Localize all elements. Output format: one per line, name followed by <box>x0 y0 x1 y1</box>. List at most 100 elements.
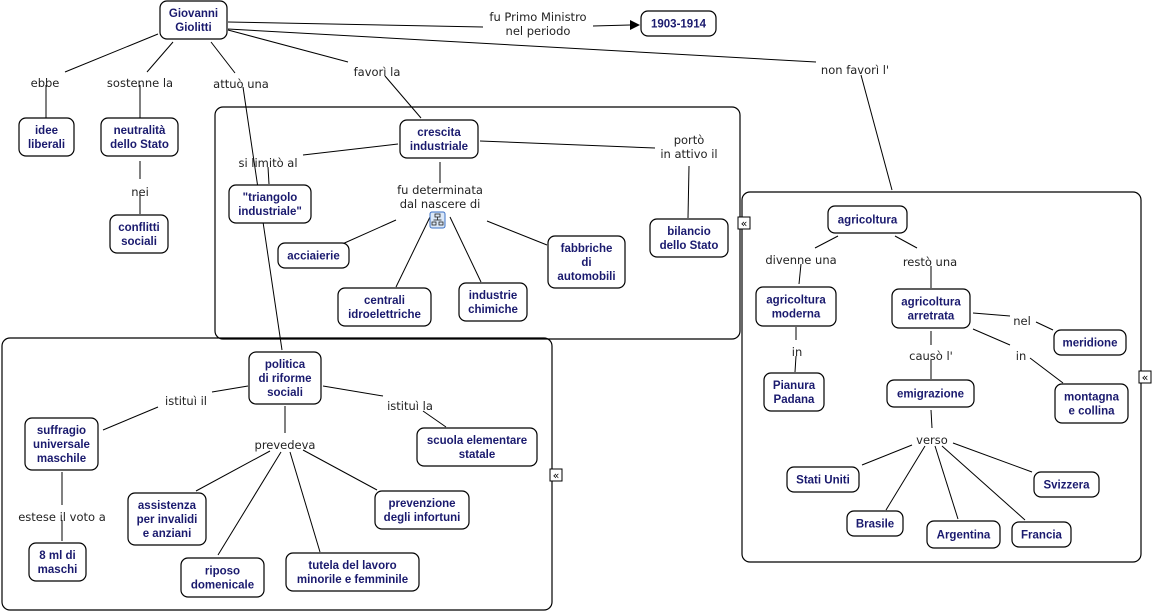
concept-box[interactable] <box>374 490 470 530</box>
concept-francia[interactable]: Francia <box>1011 521 1072 548</box>
concept-label: Svizzera <box>1043 480 1090 492</box>
concept-box[interactable] <box>755 286 837 327</box>
concept-brasile[interactable]: Brasile <box>846 510 904 537</box>
concept-label: riposo <box>205 566 240 578</box>
link-phrase-ebbe[interactable]: ebbe <box>31 76 60 90</box>
link-phrase-causo[interactable]: causò l' <box>909 349 953 363</box>
concept-box[interactable] <box>416 427 538 467</box>
concept-agricoltura[interactable]: agricoltura <box>827 205 908 234</box>
concept-box[interactable] <box>1011 521 1072 548</box>
nested-map-icon[interactable] <box>429 211 446 229</box>
concept-box[interactable] <box>1033 471 1100 498</box>
link-phrase-istitui-il[interactable]: istituì il <box>165 394 207 408</box>
link-phrase-non-favori[interactable]: non favorì l' <box>821 63 889 77</box>
concept-box[interactable] <box>640 10 717 37</box>
concept-box[interactable] <box>180 557 265 598</box>
concept-box[interactable] <box>827 205 908 234</box>
link-phrase-divenne[interactable]: divenne una <box>765 253 836 267</box>
link-label: fu determinata <box>397 183 483 197</box>
link-phrase-nei[interactable]: nei <box>131 185 149 199</box>
concept-meridione[interactable]: meridione <box>1053 329 1127 356</box>
concept-box[interactable] <box>891 288 971 329</box>
concept-box[interactable] <box>886 379 975 408</box>
link-phrase-verso[interactable]: verso <box>916 433 948 447</box>
concept-box[interactable] <box>337 287 432 327</box>
concept-box[interactable] <box>24 417 99 471</box>
concept-box[interactable] <box>100 117 179 157</box>
concept-box[interactable] <box>763 372 825 412</box>
link-phrase-si-limito[interactable]: si limitò al <box>238 156 297 170</box>
link-phrase-istitui-la[interactable]: istituì la <box>387 399 433 413</box>
concept-box[interactable] <box>1054 383 1129 424</box>
concept-box[interactable] <box>786 466 860 493</box>
collapse-button-agricoltura[interactable]: « <box>1138 370 1152 384</box>
concept-argentina[interactable]: Argentina <box>926 520 1001 549</box>
concept-box[interactable] <box>846 510 904 537</box>
link-label: istituì la <box>387 399 433 413</box>
concept-box[interactable] <box>458 282 528 322</box>
link-phrase-resto[interactable]: restò una <box>903 255 957 269</box>
concept-box[interactable] <box>228 184 312 224</box>
link-phrase-sostenne[interactable]: sostenne la <box>107 76 173 90</box>
concept-box[interactable] <box>159 0 228 40</box>
concept-label: montagna <box>1064 392 1120 404</box>
concept-label: meridione <box>1063 338 1118 350</box>
link-phrase-favori[interactable]: favorì la <box>354 65 401 79</box>
collapse-button-industria[interactable]: « <box>737 216 751 230</box>
link-phrase-attuo[interactable]: attuò una <box>213 77 269 91</box>
concept-box[interactable] <box>127 492 207 546</box>
link-phrase-estese[interactable]: estese il voto a <box>18 510 106 524</box>
concept-box[interactable] <box>547 235 626 289</box>
link-phrase-nel[interactable]: nel <box>1013 314 1031 328</box>
concept-box[interactable] <box>926 520 1001 549</box>
concept-box[interactable] <box>277 242 350 269</box>
concept-box[interactable] <box>285 552 420 592</box>
concept-label: sociali <box>121 236 157 248</box>
concept-svizzera[interactable]: Svizzera <box>1033 471 1100 498</box>
concept-box[interactable] <box>248 351 322 405</box>
concept-period[interactable]: 1903-1914 <box>640 10 717 37</box>
concept-label: industrie <box>469 290 518 302</box>
collapse-icon: « <box>1142 371 1149 384</box>
link-phrase-prevedeva[interactable]: prevedeva <box>255 438 316 452</box>
concept-label: maschi <box>38 564 78 576</box>
link-phrase-in-moderna[interactable]: in <box>792 345 802 359</box>
concept-emigrazione[interactable]: emigrazione <box>886 379 975 408</box>
collapse-button-riforme[interactable]: « <box>549 468 563 482</box>
concept-box[interactable] <box>1053 329 1127 356</box>
collapse-icon: « <box>553 469 560 482</box>
concept-acciaierie[interactable]: acciaierie <box>277 242 350 269</box>
concept-box[interactable] <box>399 119 479 159</box>
concept-box[interactable] <box>18 117 75 157</box>
concept-stati-uniti[interactable]: Stati Uniti <box>786 466 860 493</box>
concept-box[interactable] <box>28 542 87 582</box>
link-phrase-in-arretrata[interactable]: in <box>1016 349 1026 363</box>
concept-box[interactable] <box>109 214 169 254</box>
concept-box[interactable] <box>649 218 729 258</box>
